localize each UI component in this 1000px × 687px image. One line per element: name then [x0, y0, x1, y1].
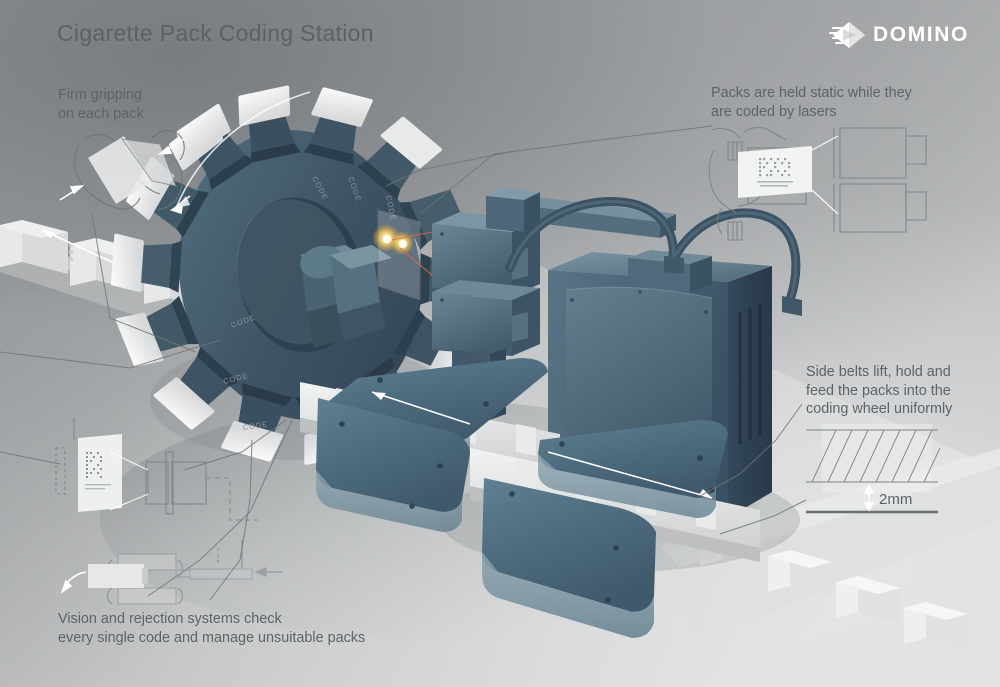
dimension-label: 2mm	[879, 491, 913, 508]
side-belt-3	[538, 420, 728, 518]
side-belt-4	[482, 478, 656, 638]
grip-force-arrows	[59, 138, 191, 215]
annotation-vision: Vision and rejection systems check every…	[58, 611, 366, 646]
annotation-laser: Packs are held static while they are cod…	[711, 85, 912, 120]
domino-logo: DOMINO	[828, 21, 969, 49]
wheel-hub	[300, 245, 392, 348]
logo-wordmark: DOMINO	[873, 23, 969, 46]
annotation-side-belts: Side belts lift, hold and feed the packs…	[806, 364, 953, 417]
dimension-arrow	[863, 484, 875, 512]
side-belt-2	[316, 398, 470, 532]
svg-text:CODE: CODE	[242, 419, 269, 431]
domino-diamond-arrow-icon	[828, 22, 865, 48]
annotation-gripping: Firm gripping on each pack	[58, 87, 144, 122]
reject-arrows	[60, 571, 87, 594]
datamatrix-label	[738, 135, 839, 215]
page-title: Cigarette Pack Coding Station	[57, 20, 374, 46]
